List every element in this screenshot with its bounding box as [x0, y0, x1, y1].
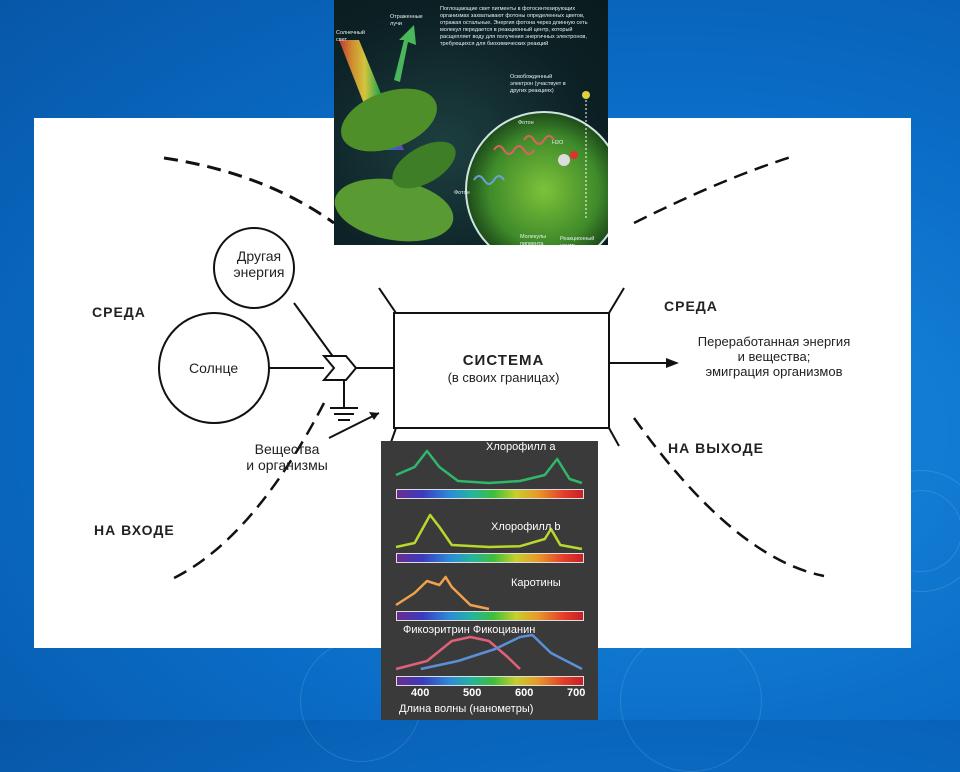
chl-a-title: Хлорофилл а [486, 441, 556, 453]
env-arc-top-right [633, 154, 795, 225]
phycocyanin-curve [420, 633, 583, 671]
spectra-curves [395, 449, 583, 671]
other-energy-circle [213, 227, 295, 309]
system-title: СИСТЕМА [462, 352, 545, 369]
chl-b-title: Хлорофилл b [491, 521, 561, 533]
absorption-spectra-panel: Хлорофилл а Хлорофилл b Каротины Фикоэри… [381, 441, 598, 720]
photosynthesis-art [334, 25, 608, 245]
other-energy-label: Другая энергия [229, 248, 289, 280]
leaf-2 [334, 178, 454, 242]
photosynthesis-inset: Солнечный свет Отраженные лучи Поглощающ… [334, 0, 608, 245]
output-line3: эмиграция организмов [705, 364, 843, 379]
sunlight-label: Солнечный свет [336, 30, 365, 43]
system-subtitle: (в своих границах) [447, 370, 560, 385]
reflected-ray [394, 25, 416, 82]
tick-600: 600 [515, 687, 534, 699]
tick-500: 500 [463, 687, 482, 699]
inputs-line2: и организмы [246, 457, 328, 473]
carotene-curve [395, 575, 490, 611]
spectrum-bar-3 [396, 611, 584, 621]
spectrum-bar-1 [396, 489, 584, 499]
diagram-lines [158, 154, 825, 580]
other-energy-line1: Другая [236, 248, 282, 264]
chloroplast-circle [465, 111, 608, 245]
output-description: Переработанная энергия и вещества; эмигр… [674, 334, 874, 379]
env-arc-bottom-left [173, 402, 326, 580]
env-arc-top-left [163, 156, 335, 225]
phycoerythrin-curve [395, 635, 521, 671]
water-label: H2O [552, 140, 564, 146]
input-label: НА ВХОДЕ [94, 522, 175, 538]
carot-title: Каротины [511, 577, 561, 589]
description-text: Поглощающие свет пигменты в фотосинтезир… [440, 6, 588, 47]
output-label: НА ВЫХОДЕ [668, 440, 764, 456]
pigment-molecules-label: Молекулы пигмента [520, 234, 547, 245]
chl-a-curve [395, 449, 583, 485]
tick-700: 700 [567, 687, 586, 699]
tick-400: 400 [411, 687, 430, 699]
other-energy-line2: энергия [233, 264, 285, 280]
x-axis-label: Длина волны (нанометры) [399, 703, 534, 715]
sun-label: Солнце [189, 360, 239, 376]
chl-b-curve [395, 513, 583, 551]
energy-merge-symbol [321, 355, 358, 381]
inputs-line1: Вещества [254, 441, 320, 457]
output-line2: и вещества; [737, 349, 811, 364]
reflected-label: Отраженные лучи [390, 14, 423, 27]
env-right-label: СРЕДА [664, 298, 718, 314]
released-electron-label: Освобожденный электрон (участвует в друг… [510, 74, 566, 94]
leaf-3 [392, 141, 456, 189]
photon-label-b: Фотон [454, 190, 470, 196]
spectrum-bar-4 [396, 676, 584, 686]
output-line1: Переработанная энергия [697, 334, 851, 349]
reaction-center-label: Реакционный центр [560, 236, 595, 245]
system-box [393, 312, 610, 429]
spectrum-bar-2 [396, 553, 584, 563]
env-arc-bottom-right [632, 417, 825, 578]
inputs-label: Вещества и организмы [232, 441, 342, 473]
phyco-title: Фикоэритрин Фикоцианин [403, 624, 536, 636]
leaf-1 [341, 88, 437, 152]
photon-label-a: Фотон [518, 120, 534, 126]
electron-dot [582, 91, 590, 99]
env-left-label: СРЕДА [92, 304, 146, 320]
